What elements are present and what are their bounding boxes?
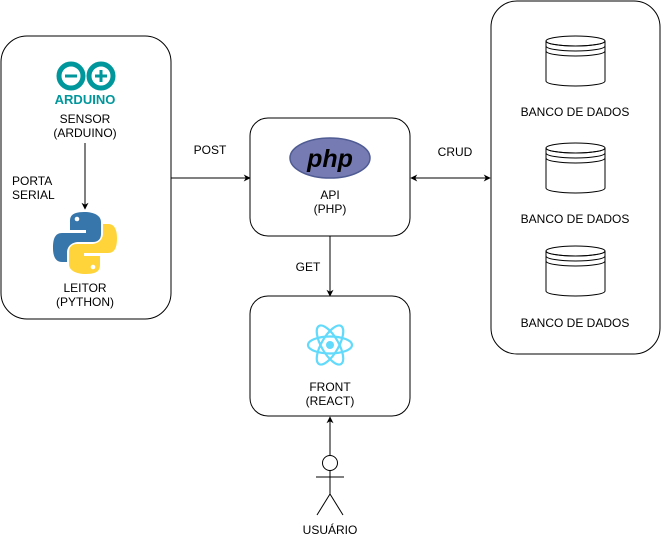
- database-icon-3: [545, 245, 606, 297]
- api-label-line1: API: [320, 188, 339, 202]
- database-icon-1: [545, 35, 606, 87]
- php-logo-text: php: [306, 145, 353, 173]
- api-label-line2: (PHP): [314, 202, 347, 216]
- sensor-label-line2: (ARDUINO): [53, 126, 116, 140]
- database-label-1: BANCO DE DADOS: [521, 105, 630, 119]
- react-icon: [306, 324, 354, 366]
- reader-label-line2: (PYTHON): [56, 295, 114, 309]
- sensor-label-line1: SENSOR: [60, 112, 111, 126]
- php-icon: php: [289, 137, 371, 179]
- front-label-line1: FRONT: [309, 380, 351, 394]
- front-label-line2: (REACT): [306, 394, 355, 408]
- database-label-3: BANCO DE DADOS: [521, 316, 630, 330]
- post-label: POST: [194, 143, 227, 157]
- front-box: [249, 295, 411, 417]
- serial-label-line1: PORTA: [12, 174, 52, 188]
- arduino-icon: ARDUINO: [55, 61, 116, 107]
- database-icon-2: [545, 142, 606, 194]
- database-label-2: BANCO DE DADOS: [521, 212, 630, 226]
- user-label: USUÁRIO: [303, 522, 358, 536]
- python-icon: [53, 212, 117, 274]
- serial-label-line2: SERIAL: [12, 188, 55, 202]
- user-actor-icon: [316, 455, 344, 516]
- crud-label: CRUD: [438, 145, 473, 159]
- reader-label-line1: LEITOR: [63, 281, 106, 295]
- get-label: GET: [296, 260, 321, 274]
- arduino-logo-text: ARDUINO: [55, 92, 116, 107]
